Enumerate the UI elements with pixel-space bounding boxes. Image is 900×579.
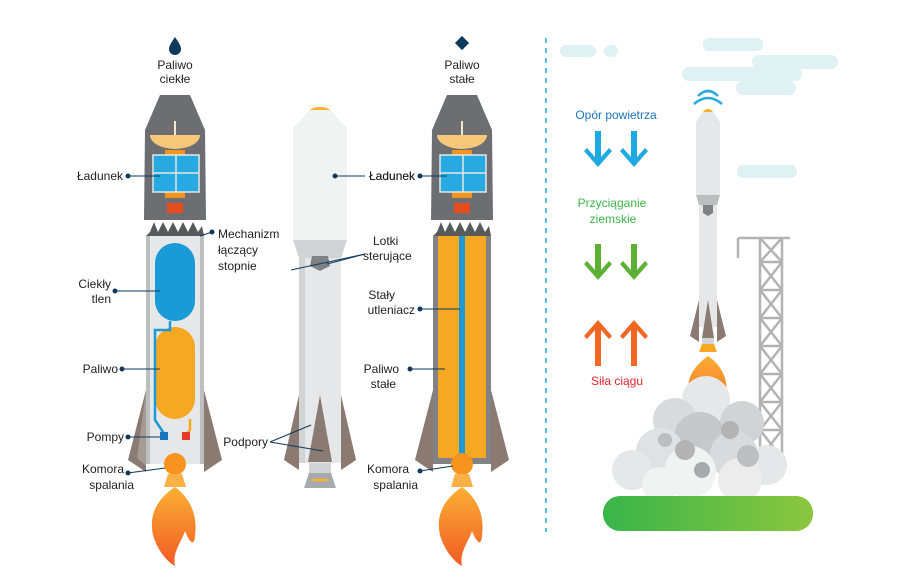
label-solid-chamber-line2: spalania <box>373 478 418 492</box>
label-drag: Opór powietrza <box>575 108 657 122</box>
liquid-oxygen-tank <box>155 243 195 321</box>
liquid-title-line2: ciekłe <box>160 72 191 86</box>
label-pumps: Pompy <box>87 430 124 444</box>
label-fuel: Paliwo <box>83 362 119 376</box>
launching-rocket <box>688 91 726 420</box>
drag-arrows <box>584 131 648 167</box>
label-solid-chamber-line1: Komora <box>367 462 409 476</box>
liquid-title-line1: Paliwo <box>157 58 193 72</box>
fuel-tank <box>155 327 195 419</box>
label-solid-fuel-line2: stałe <box>371 377 397 391</box>
solid-oxidizer-core <box>459 236 465 458</box>
label-chamber-line2: spalania <box>89 478 134 492</box>
nose-tip <box>310 107 330 110</box>
pump-left <box>160 432 168 440</box>
label-gravity-line2: ziemskie <box>590 212 637 226</box>
label-oxidizer-line2: utleniacz <box>368 303 415 317</box>
label-fins-line1: Lotki <box>373 234 398 248</box>
forces-panel: Opór powietrza Przyciąganie ziemskie Sił… <box>575 108 657 388</box>
label-gravity-line1: Przyciąganie <box>578 196 647 210</box>
label-payload-solid: Ładunek <box>369 169 416 183</box>
label-fins-line2: sterujące <box>363 249 412 263</box>
solid-fuel-rocket: Paliwo stałe Ładunek Stały utle <box>364 36 509 566</box>
label-payload-liquid: Ładunek <box>77 169 124 183</box>
gravity-arrows <box>584 244 648 280</box>
label-liquid-oxygen-line2: tlen <box>92 292 111 306</box>
diamond-icon <box>455 36 469 50</box>
ground <box>603 496 813 531</box>
label-chamber-line1: Komora <box>82 462 124 476</box>
liquid-fuel-rocket: Paliwo ciekłe <box>77 37 279 566</box>
droplet-icon <box>169 37 181 55</box>
label-mechanism-line2: łączący <box>218 243 258 257</box>
pump-right <box>182 432 190 440</box>
label-mechanism-line1: Mechanizm <box>218 227 279 241</box>
label-thrust: Siła ciągu <box>591 374 643 388</box>
solid-title-line1: Paliwo <box>444 58 480 72</box>
exhaust-flame <box>152 487 196 566</box>
label-solid-fuel-line1: Paliwo <box>364 362 400 376</box>
label-mechanism-line3: stopnie <box>218 259 257 273</box>
label-legs: Podpory <box>223 435 268 449</box>
solid-title-line2: stałe <box>449 72 475 86</box>
thrust-arrows <box>584 320 648 366</box>
label-oxidizer-line1: Stały <box>368 288 395 302</box>
combustion-chamber <box>164 453 186 475</box>
label-liquid-oxygen-line1: Ciekły <box>78 277 111 291</box>
